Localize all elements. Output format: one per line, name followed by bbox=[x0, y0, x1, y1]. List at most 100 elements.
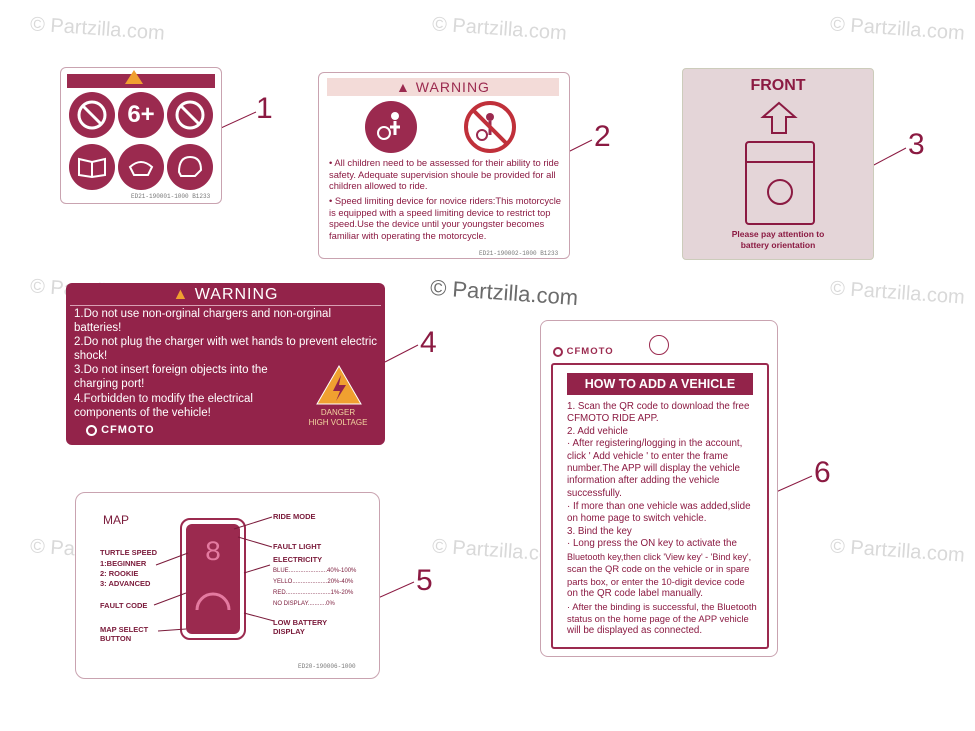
instruction-line: status on the home page of the APP vehic… bbox=[567, 613, 749, 624]
instruction-line: on the QR code label manually. bbox=[567, 588, 703, 599]
instruction-line: parts box, or enter the 10-digit device … bbox=[567, 576, 745, 587]
warning-triangle-icon: ▲ bbox=[172, 286, 195, 303]
dashboard-screen: 8 bbox=[186, 524, 240, 634]
instruction-line: will be displayed as connected. bbox=[567, 625, 703, 636]
label-6-title: HOW TO ADD A VEHICLE bbox=[567, 373, 753, 395]
label-4-item-3: 3.Do not insert foreign objects into the… bbox=[74, 364, 268, 390]
cfmoto-logo: CFMOTO bbox=[86, 424, 155, 436]
label-3-battery-orientation: FRONT Please pay attention to battery or… bbox=[682, 68, 874, 260]
instruction-line: · Long press the ON key to activate the bbox=[567, 538, 737, 549]
instruction-line: on home page to switch vehicle. bbox=[567, 513, 707, 524]
electricity-red: RED...........................1%-20% bbox=[273, 590, 354, 596]
label-1-part-code: ED21-190001-1000 B1233 bbox=[131, 193, 211, 200]
label-6-content-frame: HOW TO ADD A VEHICLE 1. Scan the QR code… bbox=[551, 363, 769, 649]
cfmoto-logo-icon bbox=[553, 347, 563, 357]
label-2-title: ▲ WARNING bbox=[327, 78, 559, 96]
danger-text: DANGER bbox=[320, 408, 356, 417]
label-6-add-vehicle-tag: CFMOTO HOW TO ADD A VEHICLE 1. Scan the … bbox=[540, 320, 778, 657]
label-4-charger-warning: ▲ WARNING 1.Do not use non-orginal charg… bbox=[66, 283, 385, 445]
advanced-label: 3: ADVANCED bbox=[100, 579, 151, 588]
electricity-blue: BLUE.......................40%-100% bbox=[273, 568, 357, 574]
callout-4: 4 bbox=[420, 326, 437, 359]
callout-6: 6 bbox=[814, 456, 831, 489]
label-3-note-2: battery orientation bbox=[740, 240, 816, 250]
leader-line-3 bbox=[871, 147, 907, 167]
label-5-part-code: ED20-190006-1000 bbox=[298, 663, 356, 670]
low-battery-display-label: DISPLAY bbox=[273, 627, 305, 636]
instruction-line: · If more than one vehicle was added,sli… bbox=[567, 501, 751, 512]
label-4-title: ▲ WARNING bbox=[66, 286, 385, 304]
callout-3: 3 bbox=[908, 128, 925, 161]
instruction-line: · After registering/logging in the accou… bbox=[567, 438, 743, 449]
cfmoto-logo-text: CFMOTO bbox=[101, 424, 155, 436]
label-5-leaders bbox=[153, 516, 275, 632]
electricity-none: NO DISPLAY...........0% bbox=[273, 601, 335, 607]
leader-line-2 bbox=[567, 139, 593, 153]
label-4-title-text: WARNING bbox=[194, 286, 279, 303]
battery-arc-icon bbox=[195, 592, 231, 611]
label-4-item-4: 4.Forbidden to modify the electrical com… bbox=[74, 393, 253, 419]
instruction-line: 2. Add vehicle bbox=[567, 426, 629, 437]
leader-line-6 bbox=[775, 475, 813, 493]
read-manual-icon bbox=[69, 144, 115, 190]
protective-gear-icon bbox=[118, 144, 164, 190]
no-stunt-icon bbox=[167, 92, 213, 138]
helmet-icon bbox=[167, 144, 213, 190]
battery-top bbox=[745, 161, 815, 163]
instruction-line: click ' Add vehicle ' to enter the frame bbox=[567, 451, 729, 462]
speed-digit: 8 bbox=[204, 538, 222, 569]
instruction-line: scan the QR code on the vehicle or in sp… bbox=[567, 563, 750, 574]
electricity-yellow: YELLO.....................20%-40% bbox=[273, 579, 354, 585]
supervised-child-icon bbox=[365, 101, 417, 153]
leader-line-4 bbox=[384, 344, 419, 363]
cfmoto-logo-icon bbox=[86, 425, 97, 436]
instruction-line: CFMOTO RIDE APP. bbox=[567, 413, 659, 424]
instruction-line: · After the binding is successful, the B… bbox=[567, 601, 757, 612]
dashboard-display: 8 bbox=[180, 518, 246, 640]
label-3-note-1: Please pay attention to bbox=[731, 229, 825, 239]
no-riding-icon bbox=[69, 92, 115, 138]
electricity-label: ELECTRICITY bbox=[273, 555, 323, 564]
callout-2: 2 bbox=[594, 120, 611, 153]
map-select-label: MAP SELECT bbox=[100, 625, 149, 634]
instruction-line: 3. Bind the key bbox=[567, 526, 632, 537]
label-2-text-2: • Speed limiting device for novice rider… bbox=[329, 195, 562, 241]
ride-mode-label: RIDE MODE bbox=[273, 512, 316, 521]
label-3-title: FRONT bbox=[750, 77, 806, 94]
cfmoto-logo: CFMOTO bbox=[553, 346, 614, 357]
label-4-item-1: 1.Do not use non-orginal chargers and no… bbox=[74, 308, 331, 334]
label-2-text-1: • All children need to be assessed for t… bbox=[329, 157, 559, 191]
instruction-line: Bluetooth key,then click 'View key' - 'B… bbox=[567, 552, 752, 562]
no-unsupervised-child-icon bbox=[464, 101, 516, 153]
hang-hole bbox=[649, 335, 669, 355]
callout-5: 5 bbox=[416, 564, 433, 597]
fault-code-label: FAULT CODE bbox=[100, 601, 148, 610]
turtle-speed-label: TURTLE SPEED bbox=[100, 548, 158, 557]
label-2-title-text: WARNING bbox=[415, 79, 490, 95]
fault-light-label: FAULT LIGHT bbox=[273, 542, 322, 551]
instruction-line: number.The APP will display the vehicle bbox=[567, 463, 740, 474]
high-voltage-icon bbox=[316, 365, 362, 405]
low-battery-label: LOW BATTERY bbox=[273, 618, 328, 627]
label-5-dashboard-map: MAP TURTLE SPEED 1:BEGINNER 2: ROOKIE 3:… bbox=[75, 492, 380, 679]
label-4-item-2: 2.Do not plug the charger with wet hands… bbox=[74, 336, 378, 362]
label-5-title: MAP bbox=[103, 513, 130, 527]
leader-line-5 bbox=[377, 581, 415, 599]
battery-connector-icon bbox=[767, 179, 793, 205]
label-1-safety-icons: 6+ ED21-190001-1000 B1233 bbox=[60, 67, 222, 204]
age-6-plus-icon: 6+ bbox=[118, 92, 164, 138]
instruction-line: 1. Scan the QR code to download the free bbox=[567, 401, 750, 412]
beginner-label: 1:BEGINNER bbox=[100, 559, 147, 568]
cfmoto-logo-text: CFMOTO bbox=[566, 346, 614, 357]
callout-1: 1 bbox=[256, 92, 273, 125]
leader-line-1 bbox=[220, 111, 257, 129]
warning-triangle-icon: ▲ bbox=[396, 79, 416, 95]
up-arrow-icon bbox=[760, 101, 798, 134]
map-select-button-label: BUTTON bbox=[100, 634, 132, 643]
label-2-child-warning: ▲ WARNING • All children need to be asse… bbox=[318, 72, 570, 259]
high-voltage-text: HIGH VOLTAGE bbox=[308, 418, 368, 427]
label-4-header-line bbox=[70, 305, 381, 306]
instruction-line: information after adding the vehicle bbox=[567, 475, 720, 486]
battery-diagram bbox=[745, 141, 815, 225]
